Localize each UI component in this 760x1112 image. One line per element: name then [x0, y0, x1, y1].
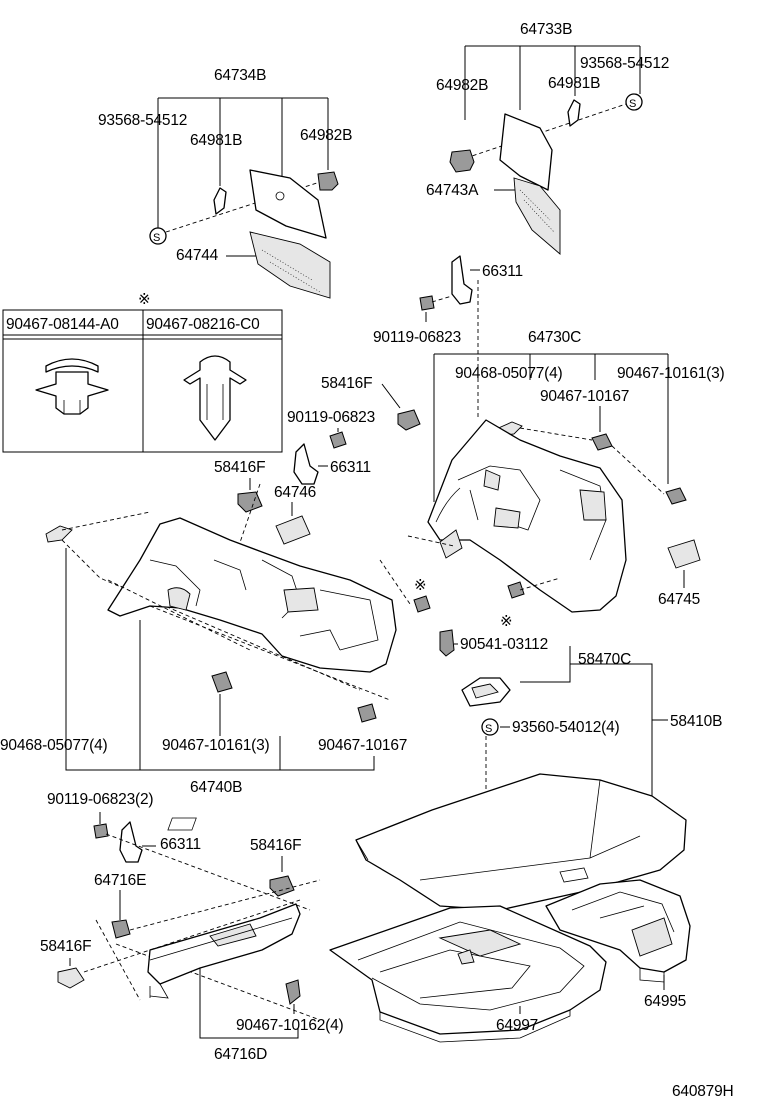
group-64740b: ※ 90468-05077(4) 90467-10161(3) 90467-10…	[0, 511, 431, 796]
pad-64746-icon	[275, 515, 311, 545]
bolt-90119-lower-icon	[93, 823, 109, 839]
drawing-ref-number: 640879H	[672, 1083, 734, 1100]
label-58410b: 58410B	[670, 713, 722, 730]
label-64982b-right: 64982B	[436, 77, 488, 94]
label-90119-lower: 90119-06823(2)	[47, 791, 153, 808]
label-64730c: 64730C	[528, 329, 581, 346]
clip-90467-10161-left-icon	[211, 671, 233, 693]
clip-90467-10162-icon	[285, 979, 301, 1005]
grommet-58416f-lower-icon	[269, 875, 295, 897]
group-64716d: 90119-06823(2) 66311 58416F 64716E 58416…	[40, 791, 344, 1063]
label-64740b: 64740B	[190, 779, 242, 796]
panel-64744-icon	[249, 231, 331, 299]
panel-64733b-icon	[499, 113, 553, 191]
clip-90468-left-icon	[45, 525, 73, 543]
screw-s-icon-center: S	[481, 718, 499, 736]
label-93560: 93560-54012(4)	[512, 719, 620, 736]
bracket-66311-lower-icon	[119, 821, 143, 863]
label-66311-center: 66311	[330, 459, 371, 476]
note-mark-left: ※	[414, 577, 426, 594]
svg-text:S: S	[485, 723, 492, 735]
label-90468-left: 90468-05077(4)	[0, 737, 108, 754]
label-64716e: 64716E	[94, 872, 146, 889]
label-64746: 64746	[274, 484, 316, 501]
label-66311-top: 66311	[482, 263, 523, 280]
clip-90467-right-b-icon	[665, 487, 687, 505]
inset-note-mark: ※	[138, 291, 150, 308]
clip-inset: ※ 90467-08144-A0 90467-08216-C0	[2, 291, 283, 453]
clip-90467-08216-icon	[183, 355, 247, 441]
screw-s-icon-left: S	[149, 227, 167, 245]
panel-64740b-icon	[107, 517, 397, 673]
label-64995: 64995	[644, 993, 686, 1010]
label-64734b: 64734B	[214, 67, 266, 84]
svg-text:S: S	[629, 98, 636, 110]
pad-64745-icon	[667, 539, 701, 569]
label-64981b-left: 64981B	[190, 132, 242, 149]
label-90467-10161-right: 90467-10161(3)	[617, 365, 725, 382]
screw-s-icon-right: S	[625, 93, 643, 111]
bracket-66311-top-icon	[451, 255, 473, 305]
bracket-66311-center-icon	[293, 443, 319, 485]
grommet-64716e-icon	[111, 919, 131, 939]
label-90467-10167-right: 90467-10167	[540, 388, 629, 405]
cap-64982b-right-icon	[449, 149, 475, 173]
label-58470c: 58470C	[578, 651, 631, 668]
clip-64981b-left-icon	[213, 187, 227, 215]
panel-64743a-icon	[513, 177, 561, 255]
label-90119-center: 90119-06823	[287, 409, 375, 426]
group-64734b: 64734B 93568-54512 64981B 64982B S 64744	[98, 67, 352, 299]
label-64981b-right: 64981B	[548, 75, 600, 92]
group-64733b: 64733B 64982B 93568-54512 64981B 64743A …	[426, 21, 669, 255]
label-90467-10162: 90467-10162(4)	[236, 1017, 344, 1034]
tray-64997-icon	[329, 905, 607, 1035]
clip-90467-left-side-icon	[413, 595, 431, 613]
clip-90467-08144-icon	[35, 358, 109, 415]
label-64733b: 64733B	[520, 21, 572, 38]
panel-64734b-icon	[249, 169, 327, 239]
bolt-90119-center-icon	[329, 431, 347, 449]
grommet-58416f-upper-icon	[397, 409, 421, 431]
label-90467-10167-left: 90467-10167	[318, 737, 407, 754]
svg-text:S: S	[153, 232, 160, 244]
inset-col1-label: 90467-08144-A0	[6, 316, 119, 333]
group-center-fasteners: 58416F 90119-06823 66311 58416F 64746	[214, 375, 421, 561]
label-58416f-upper: 58416F	[321, 375, 372, 392]
cap-64982b-left-icon	[317, 171, 339, 191]
clip-90467-10167-left-icon	[357, 703, 377, 723]
label-64745: 64745	[658, 591, 700, 608]
label-64982b-left: 64982B	[300, 127, 352, 144]
clip-90467-right-a-icon	[591, 433, 613, 451]
label-90468-right: 90468-05077(4)	[455, 365, 563, 382]
group-58410b: 90541-03112 58470C S 93560-54012(4) 5841…	[167, 629, 722, 911]
group-64997-64995: 64995 64997	[329, 879, 691, 1043]
label-64997: 64997	[496, 1017, 538, 1034]
label-58416f-lower: 58416F	[250, 837, 301, 854]
label-58416f-far-left: 58416F	[40, 938, 91, 955]
inset-col2-label: 90467-08216-C0	[146, 316, 260, 333]
grommet-58416f-far-left-icon	[57, 967, 85, 989]
label-64716d: 64716D	[214, 1046, 267, 1063]
note-mark-right: ※	[500, 613, 512, 630]
label-66311-lower: 66311	[160, 836, 201, 853]
label-90467-10161-left: 90467-10161(3)	[162, 737, 270, 754]
label-64743a: 64743A	[426, 182, 479, 199]
label-93568-left: 93568-54512	[98, 112, 187, 129]
label-90119-top: 90119-06823	[373, 329, 461, 346]
grommet-58416f-center-icon	[237, 491, 263, 513]
group-64730c: 66311 90119-06823 64730C 90468-05077(4) …	[373, 255, 725, 630]
clip-90467-lower-icon	[507, 581, 525, 599]
panel-64730c-icon	[427, 419, 627, 613]
board-58410b-icon	[355, 773, 687, 911]
label-64744: 64744	[176, 247, 219, 264]
bolt-90119-top-icon	[419, 295, 435, 311]
clip-64981b-right-icon	[567, 99, 581, 127]
label-93568-right: 93568-54512	[580, 55, 669, 72]
label-58416f-center: 58416F	[214, 459, 265, 476]
bolt-90541-icon	[439, 629, 455, 657]
label-90541: 90541-03112	[460, 636, 548, 653]
